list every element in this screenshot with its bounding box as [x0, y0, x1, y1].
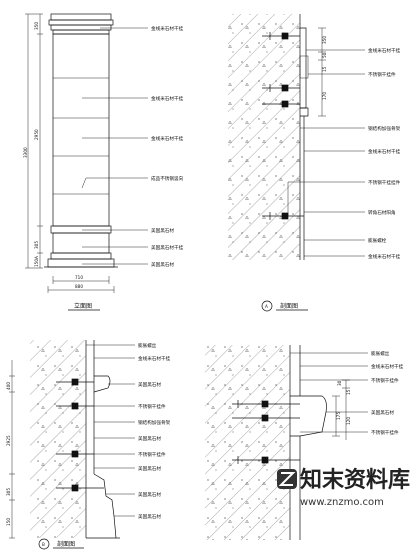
- elevation-view: 350 3300 2950 305 150A 710 880 金线米石材干挂 金…: [23, 13, 184, 311]
- secA-dim-4: 170: [322, 92, 327, 100]
- secA-label-7: 膨胀螺栓: [368, 237, 387, 244]
- secB-label-7: 不锈钢干挂件: [138, 451, 166, 458]
- secA-marker-circle: [261, 300, 273, 312]
- secB-label-8: 美国黑石材: [138, 465, 161, 472]
- secB-dim-4: 150: [6, 518, 11, 526]
- secB-label-1: 膨胀螺丝: [138, 342, 157, 349]
- elev-label-4: 成品不锈钢竖向: [151, 175, 184, 182]
- secC-label-5: 不锈钢干挂件: [371, 429, 399, 436]
- secA-marker: A: [265, 304, 268, 309]
- elev-dim-plinth: 150A: [34, 256, 39, 267]
- elev-caption: 立面图: [74, 302, 92, 310]
- watermark-url: www.znzmo.com: [300, 497, 384, 508]
- elev-dim-total: 3300: [23, 147, 28, 158]
- secB-caption: 剖面图: [57, 540, 75, 548]
- elev-dim-cap: 350: [34, 22, 39, 30]
- secB-dim-2: 2925: [6, 435, 11, 446]
- section-b-view: 400 2925 305 150 膨胀螺丝 金线米石材干挂 美国黑石材 不锈钢干…: [6, 340, 171, 550]
- secB-label-9: 美国黑石材: [138, 491, 161, 498]
- elev-label-7: 美国黑石材: [151, 261, 174, 268]
- secA-label-2: 不锈钢干挂件: [368, 71, 396, 78]
- elev-dim-width-outer: 880: [75, 284, 83, 289]
- secB-label-2: 金线米石材干挂: [138, 355, 171, 362]
- secC-label-1: 膨胀螺丝: [371, 350, 390, 357]
- secB-dim-1: 400: [6, 382, 11, 390]
- secA-dim-3: 15: [322, 66, 327, 72]
- secB-label-10: 美国黑石材: [138, 513, 161, 520]
- watermark: 知末资料库 www.znzmo.com: [277, 467, 410, 508]
- secA-label-6: 转角石材阳角: [368, 209, 396, 216]
- secC-label-4: 美国黑石材: [371, 409, 394, 416]
- secA-label-5: 不锈钢干挂挂件: [368, 179, 401, 186]
- secB-label-5: 钢结构加强骨架: [138, 419, 171, 426]
- secC-label-3: 不锈钢干挂件: [371, 377, 399, 384]
- secB-label-4: 不锈钢干挂件: [138, 403, 166, 410]
- secA-dim-2: 50: [322, 52, 327, 58]
- secB-dim-3: 305: [6, 488, 11, 496]
- secC-dim-4: 120: [346, 417, 351, 425]
- secA-label-8: 金线米石材干挂: [368, 253, 401, 260]
- elev-label-1: 金线米石材干挂: [151, 25, 184, 32]
- secB-marker: B: [42, 542, 45, 547]
- secA-label-4: 金线米石材干挂: [368, 148, 401, 155]
- secA-dim-1: 350: [322, 36, 327, 44]
- elev-label-3: 金线米石材干挂: [151, 135, 184, 142]
- secB-label-6: 美国黑石材: [138, 435, 161, 442]
- watermark-title: 知末资料库: [300, 467, 410, 493]
- elev-label-6: 美国黑石材干挂: [151, 244, 184, 251]
- secA-label-1: 金线米石材干挂: [368, 47, 401, 54]
- secC-dim-3: 175: [336, 412, 341, 420]
- secB-label-3: 美国黑石材: [138, 381, 161, 388]
- secB-marker-circle: [38, 538, 50, 550]
- elev-label-5: 美国黑石材: [151, 227, 174, 234]
- elev-label-2: 金线米石材干挂: [151, 95, 184, 102]
- elev-dim-base: 305: [34, 241, 39, 249]
- elev-dim-shaft: 2950: [34, 129, 39, 140]
- secC-dim-1: 30: [337, 380, 342, 386]
- secC-dim-2: 15: [346, 389, 351, 395]
- secC-label-2: 金线米石材干挂: [371, 363, 404, 370]
- section-c-view: 30 15 175 120 膨胀螺丝 金线米石材干挂 不锈钢干挂件 美国黑石材 …: [205, 345, 404, 540]
- secA-caption: 剖面图: [280, 302, 298, 310]
- secA-label-3: 钢结构加强骨架: [368, 125, 401, 132]
- elev-dim-width-inner: 710: [75, 275, 83, 280]
- section-a-view: 350 50 15 170 金线米石材干挂 不锈钢干挂件 钢结构加强骨架 金线米…: [228, 14, 401, 312]
